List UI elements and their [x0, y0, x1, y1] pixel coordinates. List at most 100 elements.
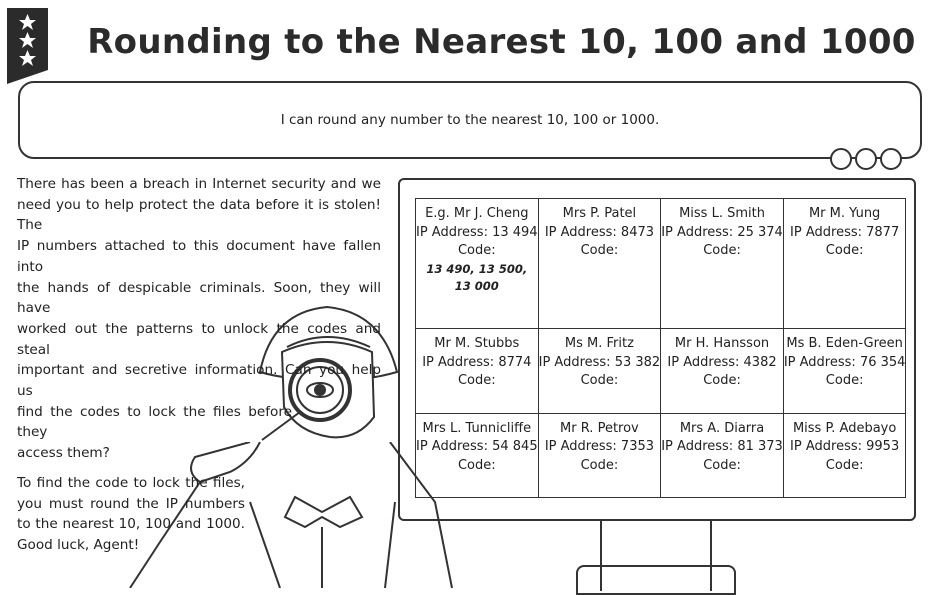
ip-label: IP Address: [790, 439, 862, 455]
ip-value: 8473 [620, 224, 655, 240]
code-label: Code: [580, 243, 619, 258]
ip-label: IP Address: [661, 224, 734, 240]
detective-body-illustration [129, 442, 453, 588]
person-name: Mr M. Yung [808, 206, 881, 221]
code-label: Code: [703, 457, 741, 473]
ip-label: IP Address: [544, 224, 617, 240]
ip-value: 7877 [866, 224, 900, 240]
code-label: Code: [580, 373, 619, 389]
code-label: Code: [703, 243, 741, 258]
ip-card: Mrs A. Diarra IP Address: 81 373 Code: [660, 412, 784, 499]
person-name: Miss P. Adebayo [792, 420, 897, 436]
table-row: Mrs L. Tunnicliffe IP Address: 54 845 Co… [415, 412, 907, 499]
ip-address: IP Address: 4382 [661, 354, 783, 373]
text-line: the hands of despicable criminals. Soon,… [17, 279, 381, 317]
ip-address: IP Address: 13 494 [416, 224, 538, 243]
person-name: Mrs P. Patel [562, 206, 637, 221]
person-name: Ms M. Fritz [564, 336, 634, 352]
ip-card: Mr R. Petrov IP Address: 7353 Code: [537, 412, 662, 499]
monitor-stand [600, 521, 712, 591]
text-line: Good luck, Agent! [17, 536, 140, 553]
ip-label: IP Address: [544, 439, 617, 455]
person-name: Mr M. Stubbs [434, 336, 520, 352]
ip-card: Miss P. Adebayo IP Address: 9953 Code: [782, 412, 907, 499]
ip-label: IP Address: [661, 439, 734, 455]
ip-label: IP Address: [416, 224, 488, 240]
instructions-paragraph: To find the code to lock the files, you … [17, 473, 381, 556]
text-line: need you to help protect the data before… [17, 196, 381, 234]
ip-card: E.g. Mr J. Cheng IP Address: 13 494 Code… [415, 197, 539, 330]
ip-card: Mr M. Stubbs IP Address: 8774 Code: [415, 328, 539, 414]
ip-address: IP Address: 25 374 [661, 224, 783, 243]
text-line: you must round the IP numbers [17, 495, 245, 512]
ip-label: IP Address: [667, 354, 740, 370]
ip-value: 54 845 [492, 439, 538, 455]
ip-address-table: E.g. Mr J. Cheng IP Address: 13 494 Code… [415, 197, 907, 499]
person-name: Mr H. Hansson [674, 336, 770, 352]
person-name: Ms B. Eden-Green [786, 336, 903, 352]
ip-card: Miss L. Smith IP Address: 25 374 Code: [660, 197, 784, 330]
text-line: to the nearest 10, 100 and 1000. [17, 516, 245, 533]
ip-address: IP Address: 76 354 [784, 354, 906, 373]
ip-value: 25 374 [737, 224, 783, 240]
text-line: find the codes to lock the files before … [17, 403, 292, 441]
monitor-base [576, 565, 736, 595]
code-label: Code: [457, 243, 496, 258]
ip-address: IP Address: 53 382 [539, 354, 661, 373]
ip-value: 9953 [866, 439, 900, 455]
person-name: E.g. Mr J. Cheng [425, 206, 529, 221]
ip-card: Mrs L. Tunnicliffe IP Address: 54 845 Co… [415, 412, 539, 499]
ip-address: IP Address: 81 373 [661, 438, 783, 457]
person-name: Mrs A. Diarra [679, 420, 765, 436]
ip-address: IP Address: 9953 [784, 438, 906, 457]
ip-address: IP Address: 8473 [539, 224, 661, 243]
ip-label: IP Address: [422, 354, 495, 370]
code-label: Code: [580, 457, 619, 473]
text-line: To find the code to lock the files, [17, 474, 245, 491]
person-name: Miss L. Smith [679, 206, 765, 221]
code-label: Code: [825, 243, 864, 258]
code-label: Code: [825, 457, 864, 473]
ip-value: 76 354 [859, 354, 906, 370]
intro-text: There has been a breach in Internet secu… [17, 174, 381, 556]
code-answer: 13 490, 13 500, 13 000 [426, 261, 528, 293]
ip-label: IP Address: [790, 224, 862, 240]
code-label: Code: [825, 373, 864, 389]
text-line: access them? [17, 445, 110, 462]
ip-value: 13 494 [492, 224, 538, 240]
intro-paragraph: There has been a breach in Internet secu… [17, 174, 381, 464]
ip-card: Mr M. Yung IP Address: 7877 Code: [782, 197, 907, 330]
ip-card: Ms M. Fritz IP Address: 53 382 Code: [537, 328, 662, 414]
ip-value: 4382 [743, 354, 777, 370]
person-name: Mrs L. Tunnicliffe [422, 420, 532, 436]
ip-address: IP Address: 7877 [784, 224, 906, 243]
ip-label: IP Address: [783, 354, 856, 370]
ip-value: 7353 [620, 439, 655, 455]
text-line: important and secretive information. Can… [17, 362, 381, 400]
ip-value: 8774 [498, 354, 532, 370]
code-label: Code: [457, 373, 496, 389]
learning-objective: I can round any number to the nearest 10… [280, 112, 660, 128]
text-line: There has been a breach in Internet secu… [17, 176, 381, 192]
table-row: E.g. Mr J. Cheng IP Address: 13 494 Code… [415, 197, 907, 330]
person-name: Mr R. Petrov [560, 420, 639, 436]
code-label: Code: [457, 457, 496, 473]
ip-address: IP Address: 7353 [539, 438, 661, 457]
ip-card: Mrs P. Patel IP Address: 8473 Code: [537, 197, 662, 330]
detective-head-illustration [258, 305, 399, 441]
code-label: Code: [703, 373, 741, 389]
decorative-circles [830, 148, 902, 170]
text-line: IP numbers attached to this document hav… [17, 238, 381, 275]
ip-value: 81 373 [737, 439, 783, 455]
ip-address: IP Address: 8774 [416, 354, 538, 373]
ip-address: IP Address: 54 845 [416, 438, 538, 457]
star-rating-banner-icon [7, 8, 48, 84]
ip-card: Ms B. Eden-Green IP Address: 76 354 Code… [782, 328, 907, 414]
learning-objective-box: I can round any number to the nearest 10… [18, 81, 922, 159]
ip-value: 53 382 [614, 354, 661, 370]
page-title: Rounding to the Nearest 10, 100 and 1000 [87, 22, 916, 62]
ip-card: Mr H. Hansson IP Address: 4382 Code: [660, 328, 784, 414]
table-row: Mr M. Stubbs IP Address: 8774 Code:Ms M.… [415, 328, 907, 414]
ip-label: IP Address: [416, 439, 488, 455]
ip-label: IP Address: [538, 354, 611, 370]
